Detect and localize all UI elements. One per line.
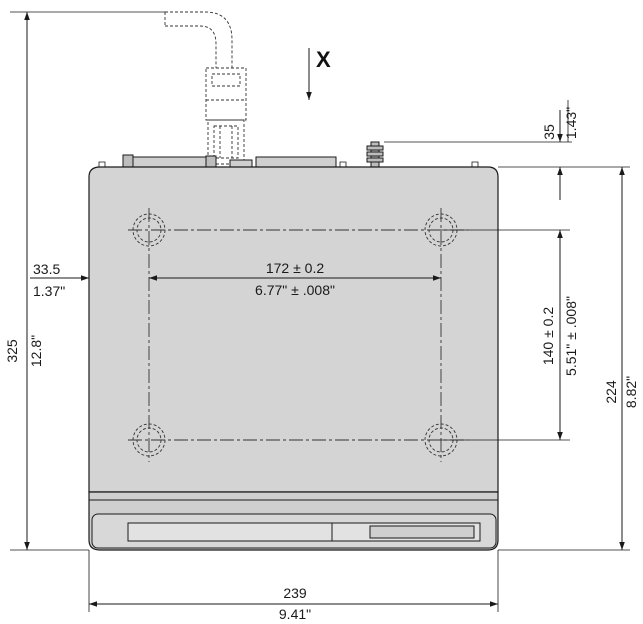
dim-body-height-in: 8.82": [623, 376, 639, 408]
dim-total-height: 325 12.8": [4, 11, 165, 551]
dim-left-offset-in: 1.37": [33, 283, 65, 299]
dim-body-height: 224 8.82": [498, 167, 639, 551]
dim-hole-vertical-in: 5.51" ± .008": [563, 296, 579, 376]
device-body: [88, 166, 499, 493]
dim-top-offset: 35 1.43": [384, 100, 630, 200]
cable-outline: [164, 11, 247, 165]
dim-hole-horizontal-mm: 172 ± 0.2: [266, 260, 324, 276]
dim-hole-vertical: 140 ± 0.2 5.51" ± .008": [441, 229, 579, 441]
dim-total-width: 239 9.41": [88, 550, 499, 622]
dim-left-offset-mm: 33.5: [33, 261, 60, 277]
dim-top-offset-mm: 35: [541, 124, 557, 140]
dim-hole-horizontal: 172 ± 0.2 6.77" ± .008": [149, 260, 441, 298]
top-screws: [98, 141, 479, 168]
view-marker-label: X: [316, 47, 331, 72]
dim-total-height-in: 12.8": [28, 335, 44, 367]
dim-total-width-in: 9.41": [279, 606, 311, 622]
dim-left-offset: 33.5 1.37": [30, 261, 89, 299]
dim-hole-vertical-mm: 140 ± 0.2: [540, 307, 556, 365]
dim-top-offset-in: 1.43": [563, 107, 579, 139]
view-direction-arrow: X: [306, 47, 331, 100]
dim-hole-horizontal-in: 6.77" ± .008": [255, 282, 335, 298]
dim-total-width-mm: 239: [283, 585, 307, 601]
rear-connector-strip: [131, 156, 337, 168]
dim-body-height-mm: 224: [603, 380, 619, 404]
front-bezel: [88, 491, 499, 551]
dim-total-height-mm: 325: [4, 339, 20, 363]
